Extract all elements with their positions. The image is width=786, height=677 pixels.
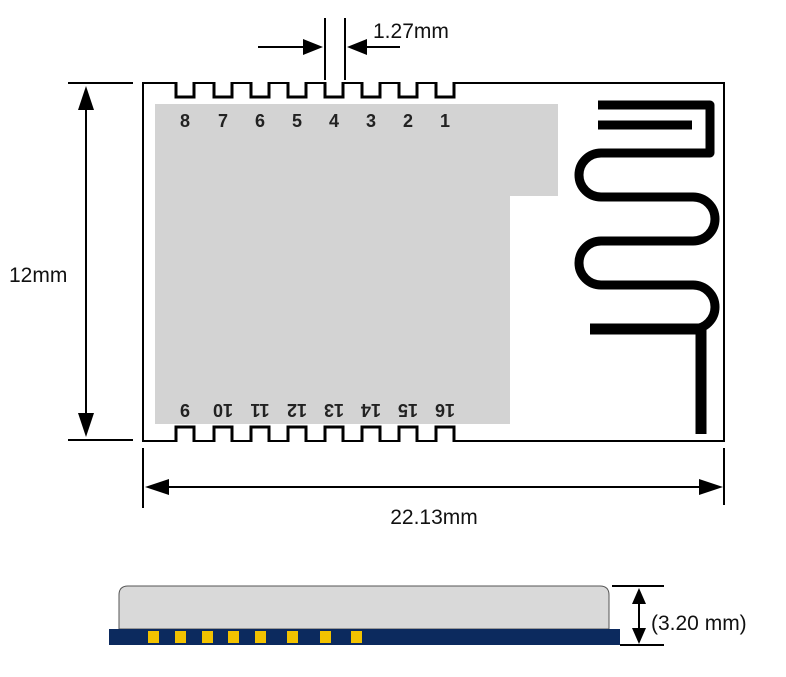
castellated-pad xyxy=(360,83,382,99)
castellated-pad xyxy=(212,83,234,99)
side-view-pad xyxy=(287,631,298,643)
castellated-pad xyxy=(360,425,382,441)
top-pin-labels: 8 7 6 5 4 3 2 1 xyxy=(180,111,450,131)
pin-label: 2 xyxy=(403,111,413,131)
pin-label: 13 xyxy=(324,400,344,420)
side-view-pad xyxy=(351,631,362,643)
pin-label: 14 xyxy=(361,400,381,420)
top-pads xyxy=(174,81,456,99)
castellated-pad xyxy=(434,425,456,441)
pin-label: 3 xyxy=(366,111,376,131)
pin-label: 10 xyxy=(213,400,233,420)
width-dimension xyxy=(142,448,725,508)
pitch-label: 1.27mm xyxy=(373,20,449,43)
thickness-label: (3.20 mm) xyxy=(651,612,747,635)
width-label: 22.13mm xyxy=(390,506,478,529)
pin-label: 1 xyxy=(440,111,450,131)
castellated-pad xyxy=(249,425,271,441)
side-view-pad xyxy=(255,631,266,643)
castellated-pad xyxy=(434,83,456,99)
castellated-pad xyxy=(397,83,419,99)
pin-label: 11 xyxy=(250,400,269,420)
pin-label: 6 xyxy=(255,111,265,131)
castellated-pad xyxy=(174,425,196,441)
pin-label: 16 xyxy=(435,400,455,420)
pin-label: 8 xyxy=(180,111,190,131)
shield-can xyxy=(155,104,558,424)
pin-label: 12 xyxy=(287,400,307,420)
pin-label: 5 xyxy=(292,111,302,131)
side-view-pad xyxy=(202,631,213,643)
pcb-antenna-trace xyxy=(574,100,720,434)
side-view-pad xyxy=(175,631,186,643)
pin-label: 15 xyxy=(398,400,418,420)
castellated-pad xyxy=(249,83,271,99)
pin-label: 7 xyxy=(218,111,228,131)
pitch-dimension xyxy=(258,18,400,80)
side-view-pads xyxy=(148,631,362,643)
pin-label: 4 xyxy=(329,111,339,131)
thickness-dimension xyxy=(612,585,664,646)
castellated-pad xyxy=(323,83,345,99)
pin-label: 9 xyxy=(180,400,190,420)
side-view-shield xyxy=(118,585,610,630)
side-view-pad xyxy=(148,631,159,643)
height-dimension xyxy=(68,82,133,441)
castellated-pad xyxy=(286,83,308,99)
bottom-pin-labels: 9 10 11 12 13 14 15 16 xyxy=(180,400,455,420)
bottom-pads xyxy=(174,425,456,443)
height-label: 12mm xyxy=(9,264,67,287)
castellated-pad xyxy=(212,425,234,441)
side-view-pad xyxy=(320,631,331,643)
castellated-pad xyxy=(397,425,419,441)
side-view-pad xyxy=(228,631,239,643)
castellated-pad xyxy=(286,425,308,441)
castellated-pad xyxy=(174,83,196,99)
castellated-pad xyxy=(323,425,345,441)
